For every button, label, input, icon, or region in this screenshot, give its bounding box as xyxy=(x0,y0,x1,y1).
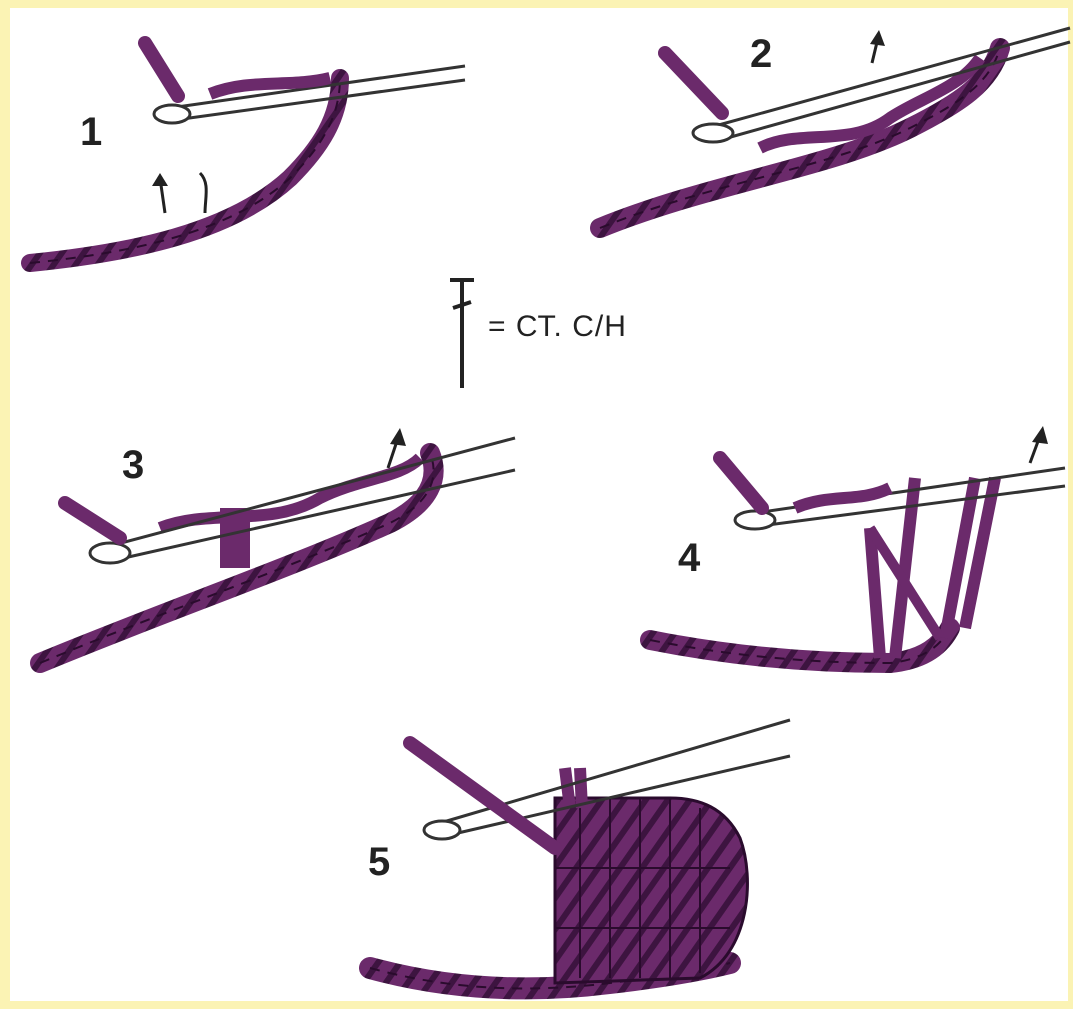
step-number-1: 1 xyxy=(80,112,102,152)
diagram-drawing xyxy=(10,8,1073,1009)
hook-icon xyxy=(154,66,465,123)
double-crochet-symbol xyxy=(450,278,474,388)
arrow-icon xyxy=(870,30,885,63)
arrow-icon xyxy=(388,428,406,468)
step-3-illustration xyxy=(40,428,515,663)
step-number-2: 2 xyxy=(750,34,772,74)
arrow-icon xyxy=(152,173,206,213)
step-4-illustration xyxy=(650,426,1065,663)
step-5-illustration xyxy=(370,720,790,988)
step-number-5: 5 xyxy=(368,842,390,882)
hook-icon xyxy=(735,468,1065,529)
diagram-canvas: 1 2 3 4 5 = СТ. С/Н xyxy=(10,8,1068,1001)
stitch-block xyxy=(555,798,747,983)
step-number-4: 4 xyxy=(678,538,700,578)
arrow-icon xyxy=(1030,426,1048,463)
step-2-illustration xyxy=(600,28,1070,228)
step-number-3: 3 xyxy=(122,445,144,485)
legend-text: = СТ. С/Н xyxy=(488,310,627,344)
